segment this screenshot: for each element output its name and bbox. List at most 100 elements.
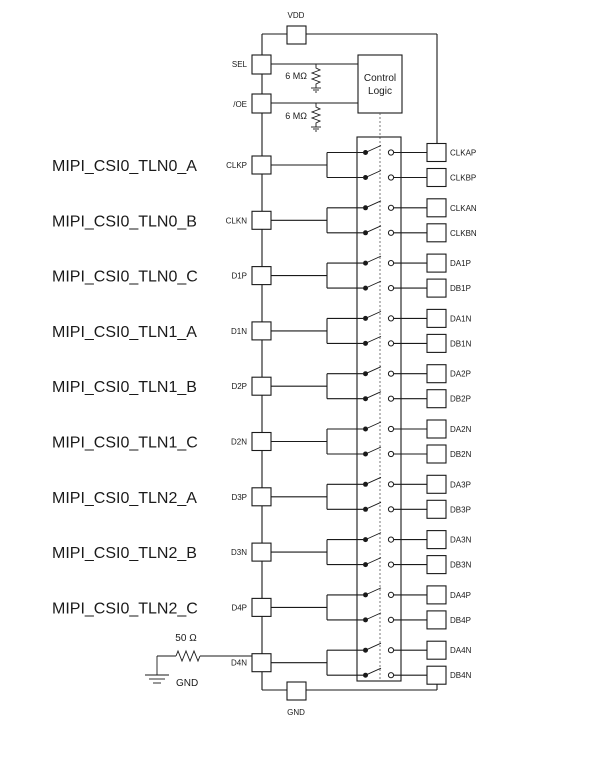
switch-contact [387, 260, 395, 267]
switch-blade [365, 391, 382, 400]
output-pin-label: DA3N [450, 536, 472, 545]
input-pin-label: CLKP [226, 161, 247, 170]
input-pin-label: D4N [231, 659, 247, 668]
output-pin-label: CLKAP [450, 149, 476, 158]
output-pin [426, 142, 447, 163]
output-pin [426, 640, 447, 660]
switch-contact [387, 174, 395, 181]
output-pin [426, 364, 447, 384]
oe-resistor [310, 103, 322, 127]
sel-resistor-label: 6 MΩ [285, 71, 307, 81]
vdd-label: VDD [288, 11, 305, 20]
switch-blade [365, 532, 382, 541]
switch-contact [387, 370, 395, 377]
input-pin-label: D2N [231, 438, 247, 447]
input-pin [251, 653, 272, 673]
input-pin [251, 210, 272, 230]
channel-list: CLKPMIPI_CSI0_TLN0_ACLKAPCLKBPCLKNMIPI_C… [52, 142, 477, 685]
input-pin-label: CLKN [226, 216, 248, 225]
oe-pin: /OE 6 MΩ [233, 93, 358, 132]
output-pin-label: DA4P [450, 591, 471, 600]
input-pin-label: D3N [231, 548, 247, 557]
output-pin [426, 308, 447, 328]
switch-contact [387, 616, 395, 624]
signal-name: MIPI_CSI0_TLN2_C [52, 600, 198, 617]
switch-blade [365, 225, 382, 234]
switch-blade [365, 642, 382, 651]
output-pin-label: DB3N [450, 561, 472, 570]
switch-blade [365, 310, 382, 319]
oe-label: /OE [233, 100, 247, 109]
output-pin [426, 333, 447, 353]
input-pin [251, 597, 272, 617]
output-pin [426, 530, 447, 550]
switch-blade [365, 280, 382, 289]
power-rails [261, 33, 438, 691]
switch-contact [387, 340, 395, 347]
input-pin [251, 542, 272, 562]
switch-contact [387, 481, 395, 488]
output-pin-label: DB3P [450, 505, 471, 514]
output-pin [426, 253, 447, 273]
input-pin [251, 321, 272, 341]
output-pin [426, 444, 447, 464]
switch-blade [365, 446, 382, 455]
input-pin [251, 487, 272, 507]
termination-network: 50 Ω GND [145, 633, 252, 689]
signal-name: MIPI_CSI0_TLN1_C [52, 435, 198, 452]
output-pin-label: CLKAN [450, 204, 477, 213]
output-pin [426, 499, 447, 519]
output-pin-label: DA3P [450, 480, 471, 489]
output-pin-label: DB4P [450, 616, 471, 625]
switch-contact [387, 315, 395, 322]
sel-resistor [310, 64, 322, 88]
switch-contact [387, 506, 395, 513]
switch-blade [365, 145, 382, 153]
switch-blade [365, 476, 382, 485]
output-pin [426, 419, 447, 439]
switch-contact [387, 149, 395, 156]
output-pin [426, 555, 447, 575]
input-pin-label: D2P [231, 382, 247, 391]
channel-row: D4P MIPI_CSI0_TLN2_C DA4P DB4P [52, 585, 471, 630]
output-pin-label: DA1N [450, 314, 472, 323]
output-pin [426, 665, 447, 685]
signal-name: MIPI_CSI0_TLN0_A [52, 158, 197, 175]
switch-blade [365, 335, 382, 344]
switch-blade [365, 557, 382, 566]
output-pin [426, 223, 447, 243]
output-pin-label: DB1N [450, 339, 472, 348]
switch-blade [365, 366, 382, 375]
switch-contact [387, 536, 395, 543]
input-pin-label: D1N [231, 327, 247, 336]
switch-blade [365, 667, 382, 676]
gnd-pin: GND [286, 681, 307, 717]
input-pin-label: D1P [231, 272, 247, 281]
signal-name: MIPI_CSI0_TLN0_B [52, 213, 197, 230]
control-logic-block: Control Logic [357, 54, 403, 681]
input-pin-label: D4P [231, 603, 247, 612]
switch-blade [365, 421, 382, 430]
input-pin [251, 266, 272, 286]
output-pin-label: DB1P [450, 284, 471, 293]
switch-contact [387, 450, 395, 458]
control-logic-line2: Logic [368, 86, 392, 97]
switch-contact [387, 561, 395, 568]
output-pin-label: DA1P [450, 259, 471, 268]
output-pin-label: DA2P [450, 370, 471, 379]
output-pin-label: CLKBN [450, 229, 477, 238]
signal-name: MIPI_CSI0_TLN1_B [52, 379, 197, 396]
control-logic-line1: Control [364, 73, 396, 84]
switch-blade [365, 200, 382, 209]
sel-pin: SEL 6 MΩ [232, 54, 358, 93]
switch-contact [387, 647, 395, 654]
output-pin [426, 585, 447, 605]
switch-blade [365, 170, 382, 178]
output-pin [426, 278, 447, 298]
